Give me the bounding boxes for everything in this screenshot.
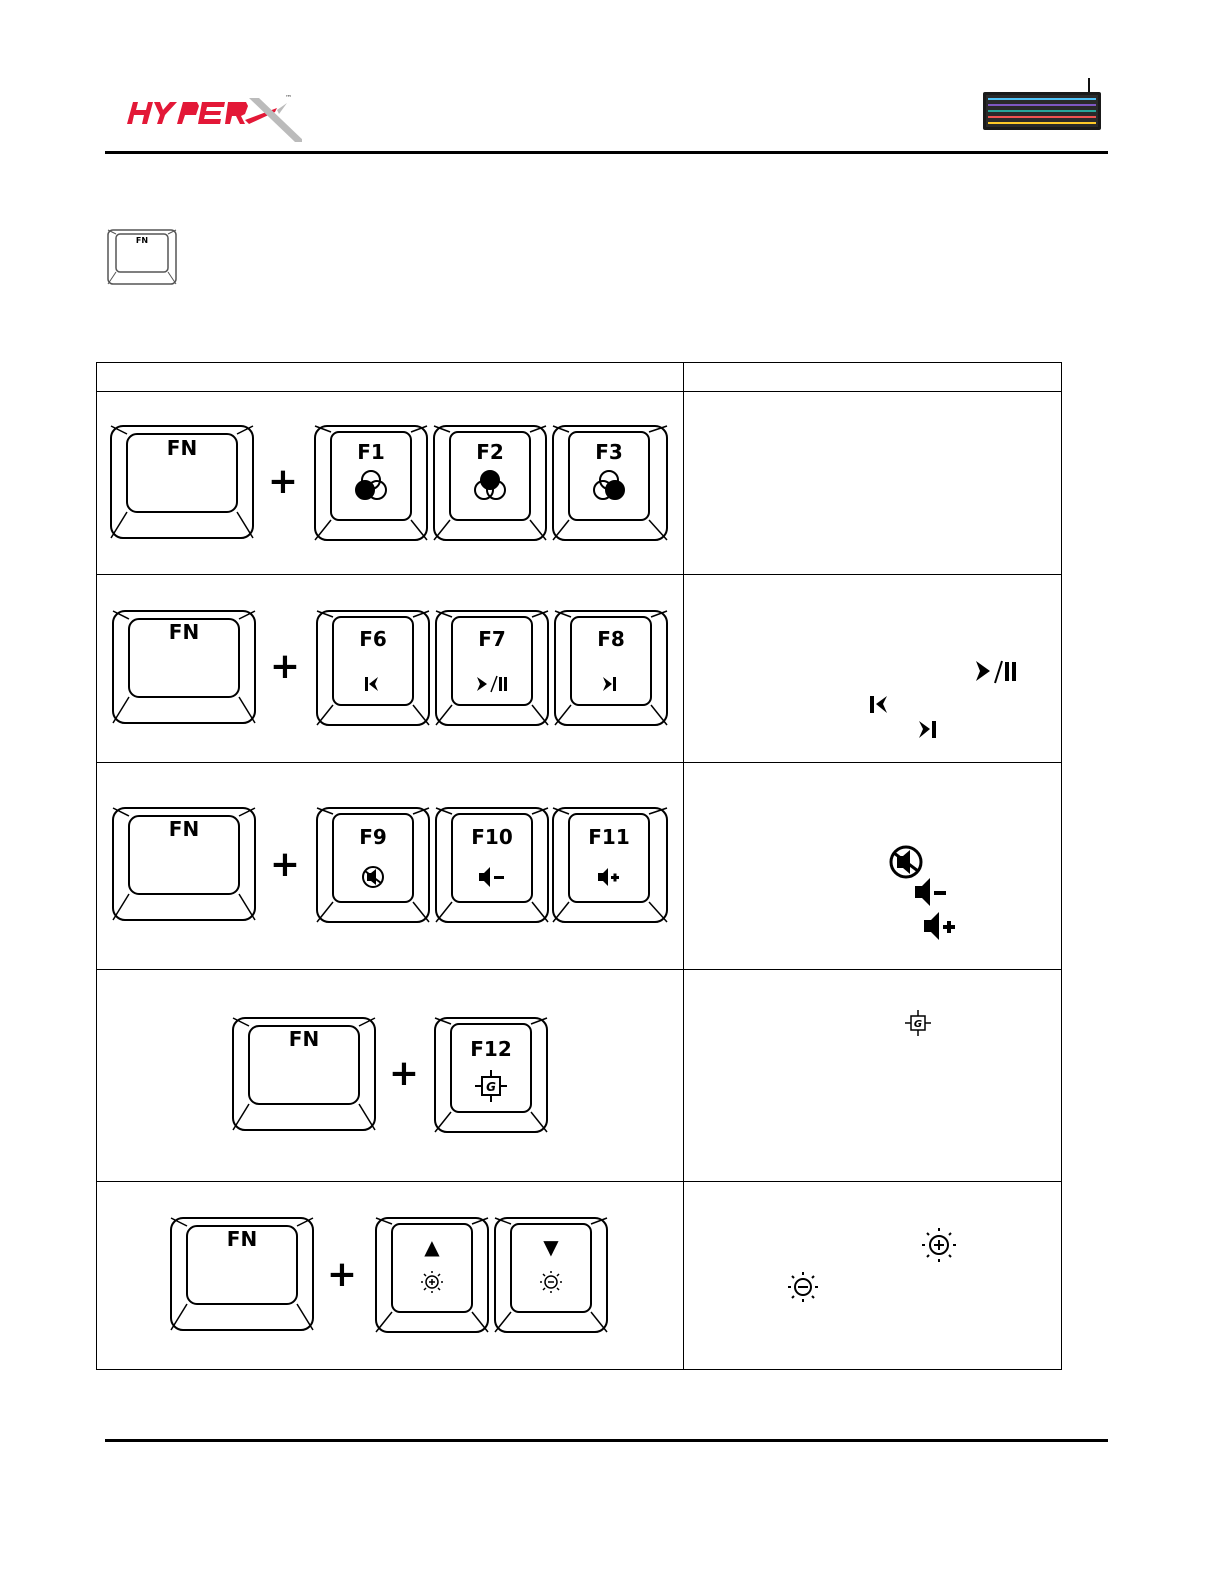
key-combo-brightness: FN + ▲ xyxy=(170,1217,608,1333)
key-f7: F7 xyxy=(435,610,549,726)
color-mode-icon xyxy=(474,470,506,500)
brightness-down-icon xyxy=(788,1272,818,1302)
function-description-cell xyxy=(683,762,1062,970)
key-combo-cell: FN + F6 F7 xyxy=(96,574,684,763)
svg-text:F10: F10 xyxy=(471,825,513,849)
media-icons xyxy=(870,660,1016,738)
function-description-cell xyxy=(683,391,1062,575)
fn-shortcut-table: FN + F1 F2 xyxy=(96,362,1062,1370)
previous-track-icon xyxy=(365,677,378,691)
table-row: FN + F1 F2 xyxy=(96,391,1062,575)
page-header: ™ xyxy=(105,70,1108,154)
table-row: FN + F12 G xyxy=(96,969,1062,1182)
fn-key: FN xyxy=(170,1217,314,1331)
function-description-cell xyxy=(683,1181,1062,1370)
fn-key-icon: FN xyxy=(107,229,177,285)
svg-text:F7: F7 xyxy=(478,627,506,651)
brightness-up-icon xyxy=(421,1271,443,1293)
fn-key: FN xyxy=(112,807,256,921)
key-f2: F2 xyxy=(433,425,547,541)
fn-key: FN xyxy=(232,1017,376,1131)
volume-up-icon xyxy=(924,912,955,940)
table-row: FN + ▲ xyxy=(96,1181,1062,1370)
volume-icons xyxy=(889,845,955,940)
game-mode-icon-cell: G xyxy=(905,1010,931,1036)
svg-text:F1: F1 xyxy=(357,440,385,464)
key-arrow-down: ▼ xyxy=(494,1217,608,1333)
function-description-cell xyxy=(683,574,1062,763)
fn-key: FN xyxy=(110,425,254,539)
svg-text:G: G xyxy=(914,1019,922,1030)
svg-text:F2: F2 xyxy=(476,440,504,464)
key-combo-f1-f3: FN + F1 F2 xyxy=(110,425,668,541)
game-mode-icon: G xyxy=(475,1070,507,1102)
table-row: FN + F9 F10 xyxy=(96,762,1062,970)
key-combo-f9-f11: FN + F9 F10 xyxy=(112,807,668,923)
play-pause-icon xyxy=(477,675,507,693)
previous-track-icon xyxy=(870,696,887,713)
svg-text:▼: ▼ xyxy=(543,1235,559,1259)
key-f8: F8 xyxy=(554,610,668,726)
hyperx-logo: ™ xyxy=(127,94,302,142)
svg-text:▲: ▲ xyxy=(424,1235,440,1259)
volume-down-icon xyxy=(915,878,946,906)
color-mode-icon xyxy=(355,470,387,500)
key-combo-cell: FN + F12 G xyxy=(96,969,684,1182)
key-f11: F11 xyxy=(552,807,668,923)
svg-text:F9: F9 xyxy=(359,825,387,849)
plus-sign: + xyxy=(268,461,298,502)
mute-icon xyxy=(889,845,923,879)
color-mode-icon xyxy=(593,470,625,500)
key-f10: F10 xyxy=(435,807,549,923)
mute-icon xyxy=(362,866,384,888)
plus-sign: + xyxy=(389,1053,419,1094)
key-f12: F12 G xyxy=(434,1017,548,1133)
svg-text:FN: FN xyxy=(169,817,199,841)
key-f6: F6 xyxy=(316,610,430,726)
header-divider xyxy=(105,151,1108,154)
key-combo-f6-f8: FN + F6 F7 xyxy=(112,610,668,726)
key-f1: F1 xyxy=(314,425,428,541)
svg-text:F12: F12 xyxy=(470,1037,512,1061)
play-pause-icon xyxy=(976,660,1016,684)
svg-text:G: G xyxy=(486,1080,496,1094)
volume-up-icon xyxy=(598,868,619,886)
header-cell-function xyxy=(683,362,1062,392)
key-f3: F3 xyxy=(552,425,668,541)
key-arrow-up: ▲ xyxy=(375,1217,489,1333)
table-header-row xyxy=(96,362,1062,392)
svg-text:FN: FN xyxy=(169,620,199,644)
key-combo-cell: FN + F1 F2 xyxy=(96,391,684,575)
svg-text:F6: F6 xyxy=(359,627,387,651)
function-description-cell: G xyxy=(683,969,1062,1182)
keyboard-thumbnail xyxy=(983,78,1101,130)
brightness-up-icon xyxy=(922,1228,956,1262)
next-track-icon xyxy=(919,721,936,738)
key-combo-cell: FN + ▲ xyxy=(96,1181,684,1370)
plus-sign: + xyxy=(327,1254,357,1295)
key-f9: F9 xyxy=(316,807,430,923)
fn-key: FN xyxy=(112,610,256,724)
key-combo-f12: FN + F12 G xyxy=(232,1017,548,1133)
table-row: FN + F6 F7 xyxy=(96,574,1062,763)
svg-text:F8: F8 xyxy=(597,627,625,651)
svg-text:FN: FN xyxy=(227,1227,257,1251)
svg-text:FN: FN xyxy=(136,236,148,245)
svg-text:F11: F11 xyxy=(588,825,630,849)
brightness-icons xyxy=(788,1228,956,1302)
svg-text:™: ™ xyxy=(285,94,292,102)
svg-text:FN: FN xyxy=(289,1027,319,1051)
plus-sign: + xyxy=(270,844,300,885)
svg-text:F3: F3 xyxy=(595,440,623,464)
svg-text:FN: FN xyxy=(167,436,197,460)
next-track-icon xyxy=(603,677,616,691)
plus-sign: + xyxy=(270,646,300,687)
volume-down-icon xyxy=(479,867,504,887)
key-combo-cell: FN + F9 F10 xyxy=(96,762,684,970)
header-cell-keys xyxy=(96,362,684,392)
brightness-down-icon xyxy=(540,1271,562,1293)
footer-divider xyxy=(105,1439,1108,1442)
game-mode-icon: G xyxy=(905,1010,931,1036)
